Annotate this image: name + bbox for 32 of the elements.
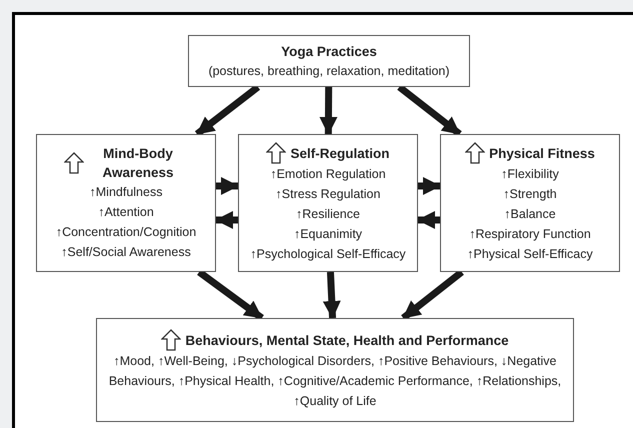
box-text: ↑Attention: [98, 204, 154, 221]
box-heading: Mind-Body Awareness: [101, 145, 175, 182]
process-box: [188, 35, 470, 87]
box-text: ↑Resilience: [296, 206, 360, 223]
box-text: ↑Flexibility: [501, 166, 559, 183]
box-text: ↑Physical Self-Efficacy: [467, 246, 593, 263]
block-arrow: [216, 177, 239, 195]
box-heading: Physical Fitness: [489, 144, 595, 162]
box-text: ↑Equanimity: [294, 226, 362, 243]
box-text: ↑Concentration/Cognition: [56, 224, 196, 241]
process-box: [36, 134, 216, 272]
box-text: ↑Psychological Self-Efficacy: [250, 246, 406, 263]
box-text: ↑Mindfulness: [90, 184, 162, 201]
box-text: ↑Stress Regulation: [276, 186, 380, 203]
process-box: [238, 134, 418, 272]
process-box: [440, 134, 620, 272]
block-arrow: [319, 86, 338, 135]
box-text: ↑Strength: [503, 186, 557, 203]
box-text: ↑Respiratory Function: [469, 226, 591, 243]
box-text: ↑Self/Social Awareness: [61, 244, 191, 261]
box-text: ↑Balance: [504, 206, 556, 223]
box-heading: Behaviours, Mental State, Health and Performance: [185, 332, 509, 350]
box-text: ↑Mood, ↑Well-Being, ↓Psychological Disorders, ↑Positive Behaviours, ↓Negative Behaviours, ↑Physical Health, ↑Cognitive/Academic Performance, ↑Relationships, ↑Quality of Life: [108, 353, 562, 410]
box-heading: Self-Regulation: [290, 144, 390, 162]
box-text: ↑Emotion Regulation: [270, 166, 386, 183]
block-arrow: [322, 272, 341, 319]
block-arrow: [417, 211, 440, 229]
box-heading: Yoga Practices: [281, 42, 377, 60]
process-box: [96, 318, 574, 422]
block-arrow: [418, 177, 441, 195]
block-arrow: [215, 211, 238, 229]
box-text: (postures, breathing, relaxation, meditation): [208, 62, 450, 80]
